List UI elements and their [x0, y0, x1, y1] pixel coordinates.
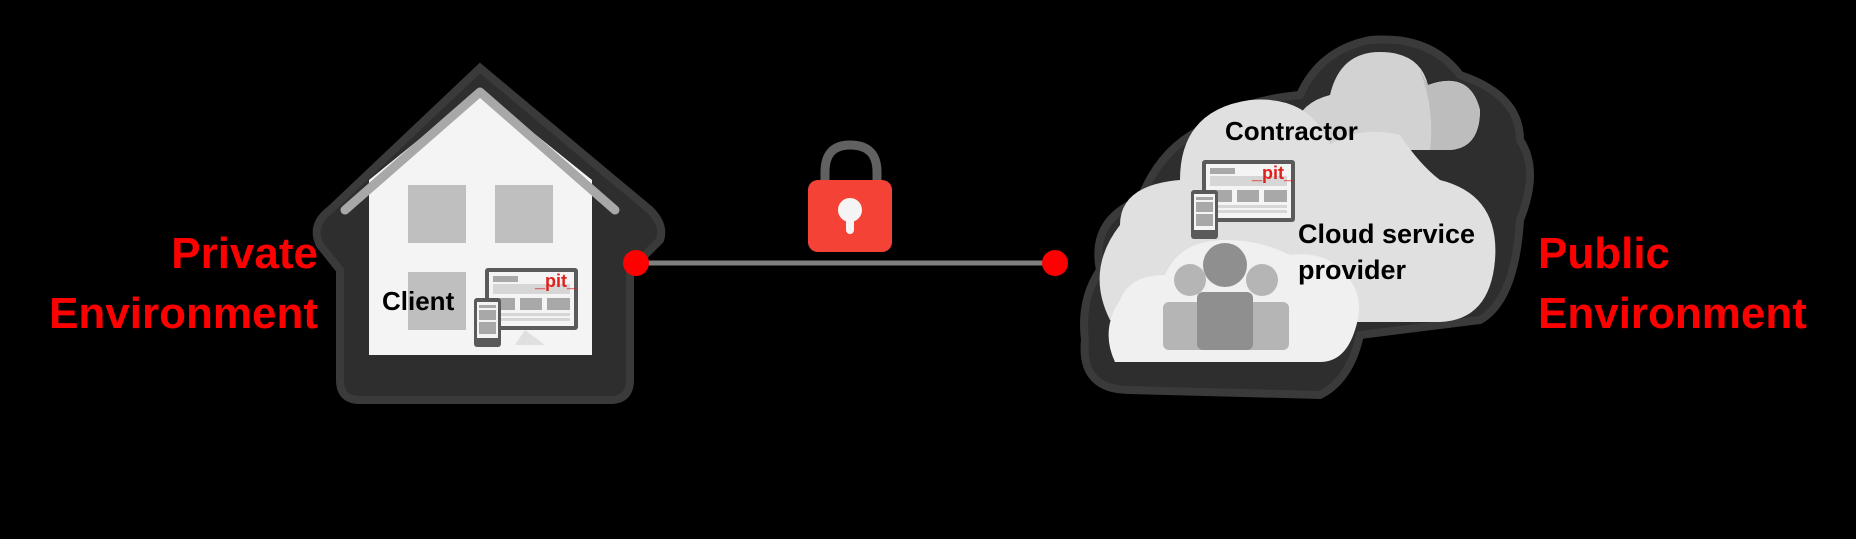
private-environment-label: Private Environment	[49, 224, 318, 344]
house-icon	[312, 62, 666, 404]
padlock-icon	[808, 140, 892, 252]
client-label: Client	[382, 286, 455, 316]
cloud-provider-line1: Cloud service	[1298, 219, 1476, 249]
contractor-logo-text: _pit_	[1252, 163, 1295, 183]
cloud-provider-label: Cloud service provider	[1298, 216, 1475, 288]
public-environment-label: Public Environment	[1538, 224, 1807, 344]
right-endpoint-dot	[1042, 250, 1068, 276]
private-label-line2: Environment	[49, 289, 318, 338]
private-label-line1: Private	[171, 229, 318, 278]
contractor-device-icon	[1191, 160, 1295, 239]
people-icon	[1163, 243, 1289, 350]
public-label-line2: Environment	[1538, 289, 1807, 338]
client-logo-text: _pit_	[535, 271, 578, 291]
cloud-icon	[1080, 35, 1534, 400]
public-label-line1: Public	[1538, 229, 1671, 278]
left-endpoint-dot	[623, 250, 649, 276]
client-device-icon	[474, 268, 578, 347]
contractor-label: Contractor	[1225, 116, 1358, 146]
cloud-provider-line2: provider	[1298, 255, 1407, 285]
